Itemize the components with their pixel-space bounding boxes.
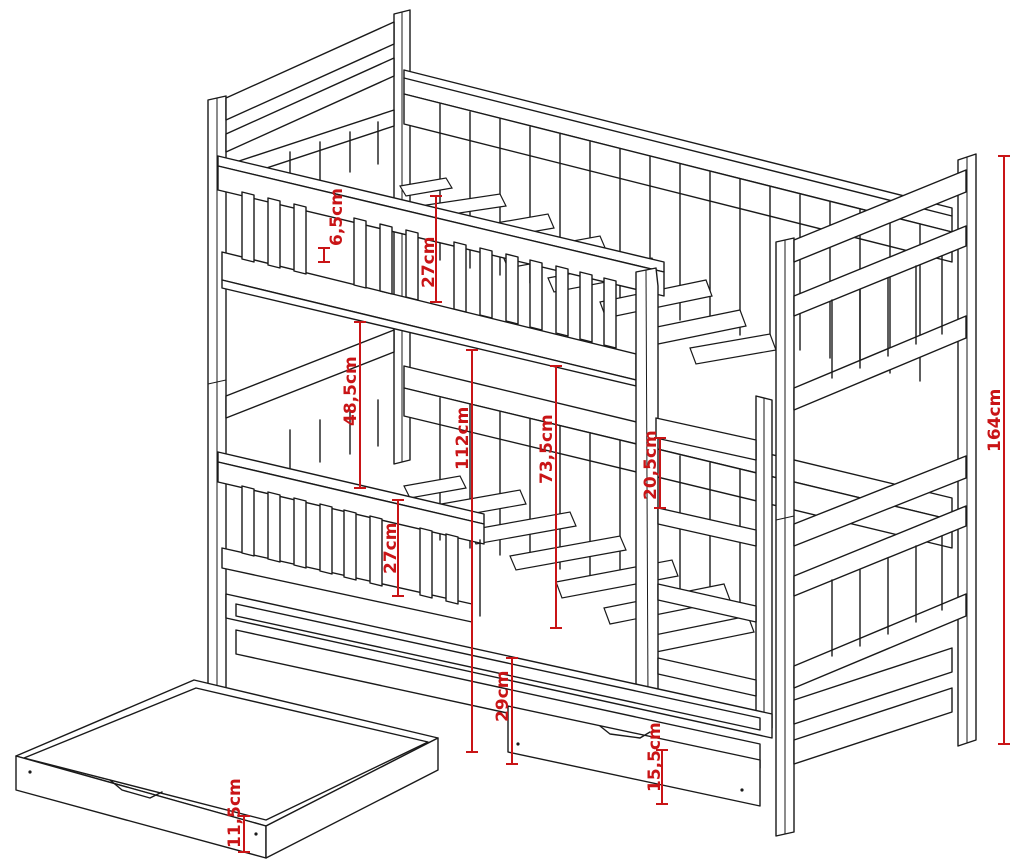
- label-lower-to-top-rail: 112cm: [453, 407, 473, 470]
- label-drawer-depth: 11,5cm: [225, 778, 245, 848]
- left-headboard-lower: [225, 329, 395, 471]
- lower-front-guard-rail: [217, 451, 485, 623]
- upper-front-guard-rail: [217, 155, 665, 387]
- label-total-height: 164cm: [985, 389, 1005, 452]
- pulled-out-drawer: [15, 679, 439, 859]
- left-headboard-upper: [225, 21, 395, 189]
- lower-bed-frame: [225, 539, 773, 739]
- label-ladder-step: 20,5cm: [641, 430, 661, 500]
- label-upper-clearance: 48,5cm: [341, 356, 361, 426]
- right-drawer-side: [793, 647, 953, 765]
- label-ladder-height: 73,5cm: [537, 414, 557, 484]
- dimension-lines: [238, 155, 1010, 853]
- right-footboard-lower: [793, 455, 967, 689]
- label-lower-rail-height: 27cm: [381, 523, 401, 574]
- right-front-post: [775, 237, 795, 837]
- label-rail-gap: 6,5cm: [327, 188, 347, 246]
- dimension-labels: 6,5cm 27cm 48,5cm 112cm 73,5cm 20,5cm 27…: [225, 188, 1005, 848]
- upper-back-rail: [403, 69, 953, 263]
- trundle-drawer-front: [235, 629, 761, 807]
- label-upper-rail-height: 27cm: [419, 237, 439, 288]
- label-floor-to-lower-bed: 29cm: [493, 671, 513, 722]
- upper-back-slats: [439, 103, 921, 382]
- right-footboard-upper: [793, 169, 967, 411]
- label-drawer-height: 15,5cm: [645, 722, 665, 792]
